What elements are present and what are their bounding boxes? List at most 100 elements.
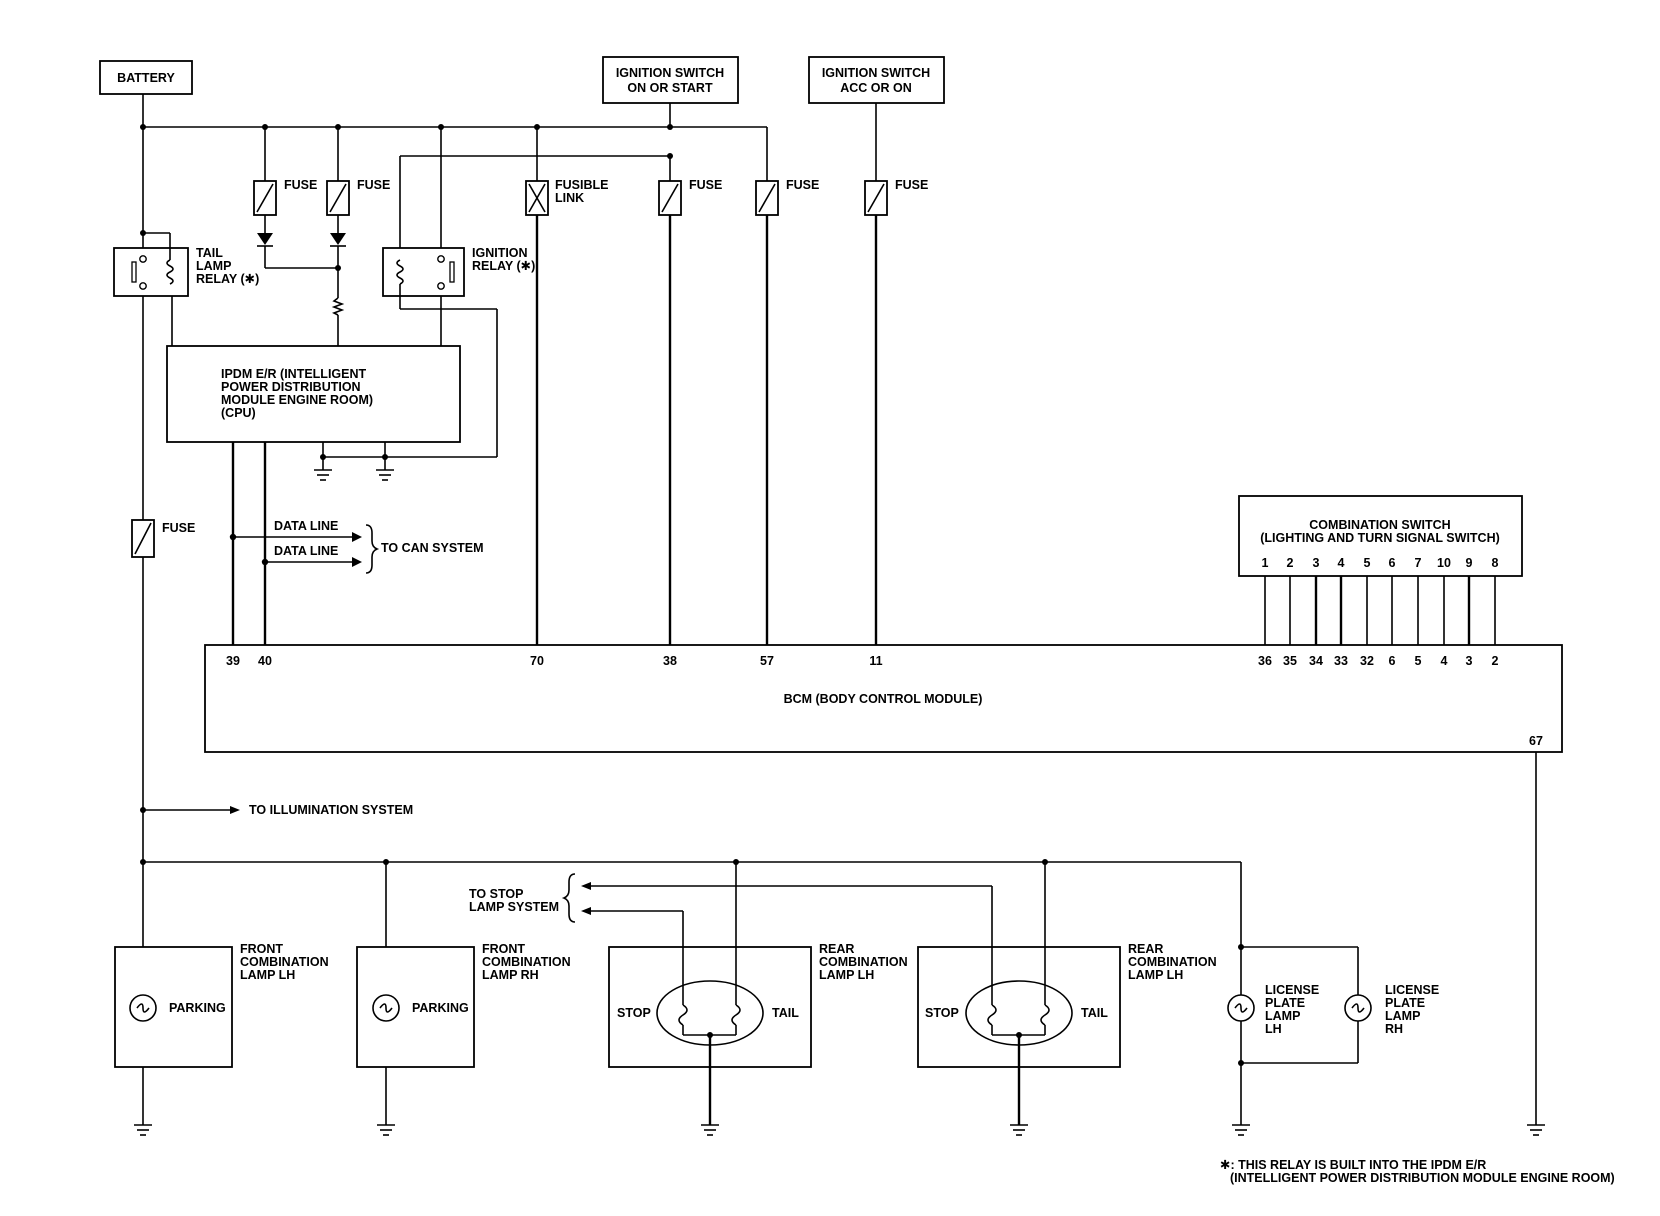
ignition-switch-on-start-label-2: ON OR START (627, 81, 713, 95)
parking-label-rh: PARKING (412, 1001, 469, 1015)
bcm-pin: 39 (226, 654, 240, 668)
ground-icon (1010, 1124, 1028, 1136)
combination-switch-box (1238, 495, 1523, 577)
ground-icon (134, 1124, 152, 1136)
combination-switch-label-1: COMBINATION SWITCH (1309, 518, 1450, 532)
bcm-pin: 70 (530, 654, 544, 668)
bcm-pin: 40 (258, 654, 272, 668)
tail-label-1: TAIL (772, 1006, 799, 1020)
bcm-box (204, 644, 1563, 753)
bcm-pin: 34 (1309, 654, 1323, 668)
ignition-switch-acc-on-box (808, 56, 945, 104)
front-lh-label-1: FRONT (240, 942, 283, 956)
rear-lh-2-label-2: COMBINATION (1128, 955, 1217, 969)
rear-lh-1-label-1: REAR (819, 942, 854, 956)
stop-label-1: STOP (617, 1006, 651, 1020)
combination-switch-pin: 6 (1389, 556, 1396, 570)
stop-label-2: STOP (925, 1006, 959, 1020)
bcm-pin: 4 (1441, 654, 1448, 668)
fuse-2-label: FUSE (357, 178, 390, 192)
combination-switch-pin: 7 (1415, 556, 1422, 570)
license-rh-label-3: LAMP (1385, 1009, 1420, 1023)
fuse-3-label: FUSE (689, 178, 722, 192)
fuse-5-label: FUSE (895, 178, 928, 192)
tail-relay-label-1: TAIL (196, 246, 223, 260)
combination-switch-pin: 10 (1437, 556, 1451, 570)
ipdm-label-3: MODULE ENGINE ROOM) (221, 393, 373, 407)
combination-switch-wires (1264, 576, 1496, 645)
fuse-5 (864, 103, 888, 645)
can-data-lines (229, 442, 380, 645)
bcm-pin: 6 (1389, 654, 1396, 668)
bcm-pin-ground: 67 (1529, 734, 1543, 748)
bcm-pin: 32 (1360, 654, 1374, 668)
to-stop-lamp-label-2: LAMP SYSTEM (469, 900, 559, 914)
tail-lamp-relay (113, 247, 189, 297)
to-can-system-label: TO CAN SYSTEM (381, 541, 484, 555)
license-lh-label-2: PLATE (1265, 996, 1305, 1010)
ground-icon (1232, 1124, 1250, 1136)
front-rh-label-2: COMBINATION (482, 955, 571, 969)
front-lh-label-2: COMBINATION (240, 955, 329, 969)
combination-switch-pin: 4 (1338, 556, 1345, 570)
license-lh-label-3: LAMP (1265, 1009, 1300, 1023)
bcm-pin: 5 (1415, 654, 1422, 668)
license-plate-lamps (1227, 944, 1372, 1125)
combination-switch-label-2: (LIGHTING AND TURN SIGNAL SWITCH) (1260, 531, 1500, 545)
bcm-pin: 11 (869, 654, 882, 668)
bcm-pin: 3 (1466, 654, 1473, 668)
combination-switch-pin: 1 (1262, 556, 1269, 570)
battery-label: BATTERY (117, 71, 175, 85)
rear-combination-lamp-1 (608, 862, 812, 1125)
tail-label-2: TAIL (1081, 1006, 1108, 1020)
combination-switch-pin: 8 (1492, 556, 1499, 570)
tail-relay-label-2: LAMP (196, 259, 231, 273)
fuse-diode-2 (326, 127, 350, 346)
ground-icon (701, 1124, 719, 1136)
ignition-relay-label-1: IGNITION (472, 246, 528, 260)
data-line-1-label: DATA LINE (274, 519, 338, 533)
license-lh-label-4: LH (1265, 1022, 1282, 1036)
front-lh-label-3: LAMP LH (240, 968, 295, 982)
ipdm-label-1: IPDM E/R (INTELLIGENT (221, 367, 367, 381)
fusible-link-label-2: LINK (555, 191, 584, 205)
battery-bus (140, 94, 768, 181)
ground-icon (1527, 1124, 1545, 1136)
bcm-pin: 36 (1258, 654, 1272, 668)
fuse-left (131, 519, 155, 558)
ipdm-label-2: POWER DISTRIBUTION (221, 380, 361, 394)
to-illumination-label: TO ILLUMINATION SYSTEM (249, 803, 413, 817)
parking-label-lh: PARKING (169, 1001, 226, 1015)
fuse-1-label: FUSE (284, 178, 317, 192)
license-rh-label-2: PLATE (1385, 996, 1425, 1010)
bcm-pin: 38 (663, 654, 677, 668)
front-rh-label-3: LAMP RH (482, 968, 539, 982)
combination-switch-pin: 2 (1287, 556, 1294, 570)
footnote-line-2: (INTELLIGENT POWER DISTRIBUTION MODULE E… (1230, 1171, 1615, 1185)
license-rh-label-1: LICENSE (1385, 983, 1439, 997)
combination-switch-pins: 1 2 3 4 5 6 7 10 9 8 (1262, 556, 1499, 570)
footnote-line-1: ✱: THIS RELAY IS BUILT INTO THE IPDM E/R (1220, 1158, 1486, 1172)
rear-lh-2-label-3: LAMP LH (1128, 968, 1183, 982)
bcm-pin: 57 (760, 654, 774, 668)
rear-combination-lamp-2 (917, 862, 1121, 1125)
fuse-left-label: FUSE (162, 521, 195, 535)
ipdm-label-4: (CPU) (221, 406, 256, 420)
illumination-branch (140, 806, 240, 814)
to-stop-lamp-label-1: TO STOP (469, 887, 523, 901)
bcm-pins: 39 40 70 38 57 11 36 35 34 33 32 6 5 4 3… (226, 654, 1543, 748)
license-lh-label-1: LICENSE (1265, 983, 1319, 997)
ignition-relay (382, 127, 673, 457)
combination-switch-pin: 9 (1466, 556, 1473, 570)
data-line-2-label: DATA LINE (274, 544, 338, 558)
front-rh-label-1: FRONT (482, 942, 525, 956)
ignition-switch-acc-on-label-2: ACC OR ON (840, 81, 912, 95)
ground-icon (377, 1124, 395, 1136)
ignition-switch-acc-on-label-1: IGNITION SWITCH (822, 66, 930, 80)
stop-lamp-arrows (561, 873, 992, 923)
fuse-diode-1 (253, 127, 338, 269)
battery-box (99, 60, 193, 95)
ignition-relay-label-2: RELAY (✱) (472, 259, 535, 273)
fuse-3 (658, 156, 682, 645)
